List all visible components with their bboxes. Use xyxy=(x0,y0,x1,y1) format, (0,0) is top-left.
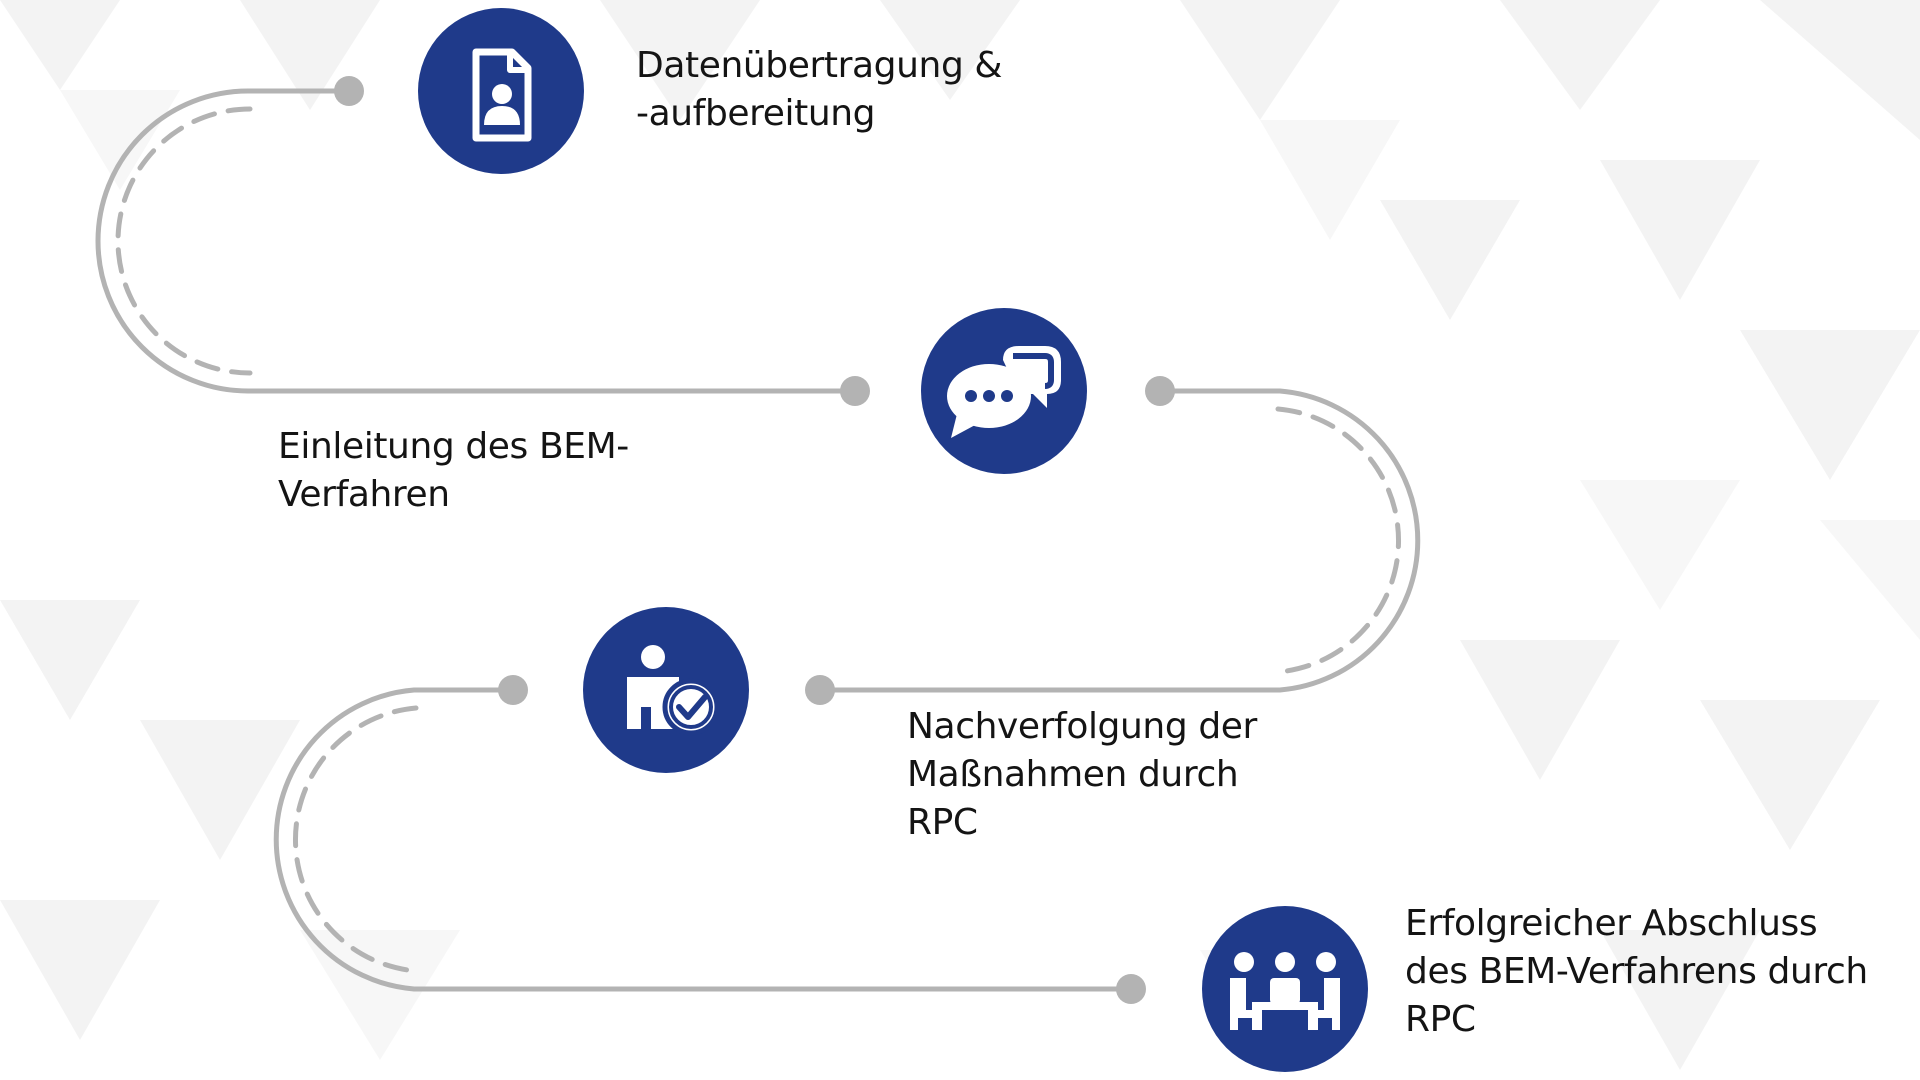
step-3-label-line: Maßnahmen durch xyxy=(907,754,1239,795)
step-2-label-line: Einleitung des BEM- xyxy=(278,426,629,467)
path-dashed-segment-1 xyxy=(115,106,253,376)
path-dashed-segment-3 xyxy=(293,705,419,974)
step-4-icon-circle xyxy=(1202,906,1368,1072)
path-dot xyxy=(1116,974,1146,1004)
path-dot xyxy=(805,675,835,705)
person-check-icon xyxy=(627,645,720,736)
step-2-label-line: Verfahren xyxy=(278,474,450,515)
step-3-label: Nachverfolgung der Maßnahmen durch RPC xyxy=(907,703,1257,847)
path-dot xyxy=(498,675,528,705)
path-dashed-segment-2 xyxy=(1275,406,1401,675)
step-2-icon-circle xyxy=(921,308,1087,474)
step-4-label-line: des BEM-Verfahrens durch xyxy=(1405,951,1868,992)
path-segment-1 xyxy=(95,88,858,394)
step-1-icon-circle xyxy=(418,8,584,174)
path-dot xyxy=(334,76,364,106)
step-4-label-line: RPC xyxy=(1405,999,1476,1040)
step-1-label-line: -aufbereitung xyxy=(636,93,876,134)
chat-bubbles-icon xyxy=(947,346,1061,438)
step-3-label-line: RPC xyxy=(907,802,978,843)
path-segment-3 xyxy=(273,687,1133,992)
step-1-label-line: Datenübertragung & xyxy=(636,45,1003,86)
meeting-table-icon xyxy=(1230,952,1340,1030)
step-4-label: Erfolgreicher Abschluss des BEM-Verfahre… xyxy=(1405,900,1868,1044)
step-3-label-line: Nachverfolgung der xyxy=(907,706,1257,747)
step-2-label: Einleitung des BEM- Verfahren xyxy=(278,423,629,519)
document-person-icon xyxy=(472,48,532,142)
step-1-label: Datenübertragung & -aufbereitung xyxy=(636,42,1003,138)
step-3-icon-circle xyxy=(583,607,749,773)
path-dot xyxy=(1145,376,1175,406)
path-segment-2 xyxy=(817,388,1421,693)
step-4-label-line: Erfolgreicher Abschluss xyxy=(1405,903,1818,944)
path-dot xyxy=(840,376,870,406)
